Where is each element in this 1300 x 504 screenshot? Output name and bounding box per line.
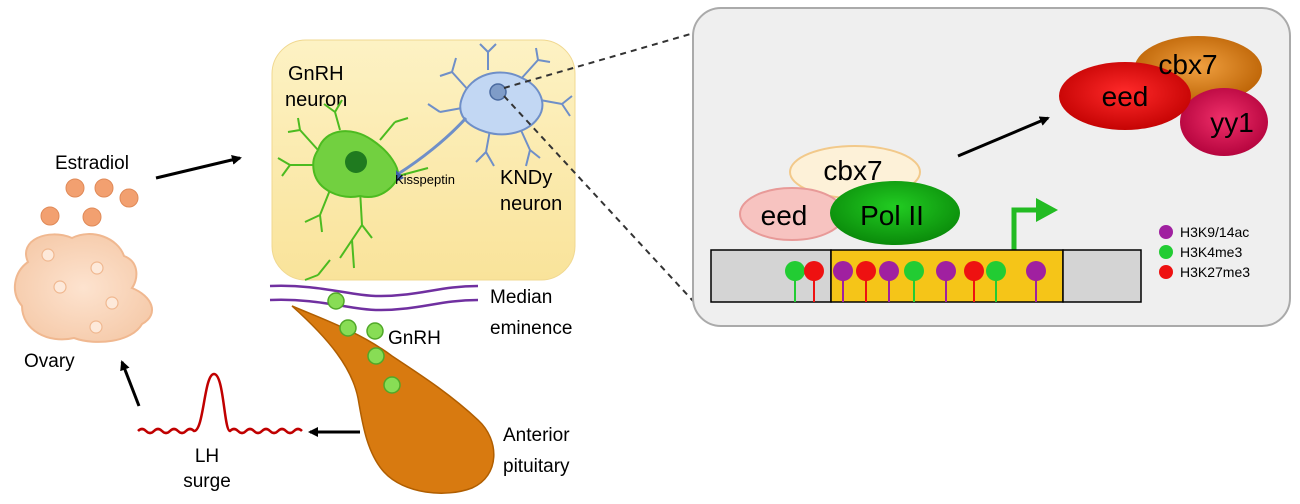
anterior-pituitary — [291, 305, 495, 494]
legend-label: H3K4me3 — [1180, 244, 1242, 260]
released-yy1-label: yy1 — [1210, 107, 1254, 138]
bound-complex: cbx7 eed Pol II — [739, 145, 960, 245]
median-eminence-label-line1: Median — [490, 287, 552, 308]
bound-cbx7-label: cbx7 — [823, 155, 882, 186]
histone-mark — [964, 261, 984, 302]
histone-marks — [785, 261, 1046, 302]
kndy-neuron-label-line2: neuron — [500, 193, 562, 215]
pol2-label: Pol II — [860, 200, 924, 231]
lh-surge-label-line1: LH — [195, 446, 219, 467]
transcription-start-arrow — [1011, 198, 1058, 250]
released-eed-ellipse — [1059, 62, 1191, 130]
anterior-pituitary-label-line1: Anterior — [503, 425, 570, 446]
released-cbx7-label: cbx7 — [1158, 49, 1217, 80]
released-yy1-ellipse — [1180, 88, 1268, 156]
estradiol-molecules — [40, 178, 139, 227]
kisspeptin-label: Kisspeptin — [395, 172, 455, 187]
estradiol-label: Estradiol — [55, 153, 129, 174]
legend-label: H3K9/14ac — [1180, 224, 1249, 240]
legend-swatch — [1159, 245, 1173, 259]
gnrh-neuron-nucleus — [345, 151, 367, 173]
histone-mark — [804, 261, 824, 302]
estradiol-arrow — [155, 154, 242, 180]
histone-mark — [879, 261, 899, 302]
ovary-label: Ovary — [24, 351, 75, 372]
legend-swatch — [1159, 225, 1173, 239]
kndy-neuron-nucleus — [489, 83, 507, 101]
lh-surge-wave — [137, 372, 303, 435]
median-eminence — [269, 284, 479, 312]
gnrh-granules — [327, 292, 401, 394]
gnrh-neuron-label-line1: GnRH — [288, 63, 344, 85]
released-complex: cbx7 eed yy1 — [1059, 36, 1268, 156]
histone-mark — [936, 261, 956, 302]
gnrh-neuron-label-line2: neuron — [285, 89, 347, 111]
histone-mark — [833, 261, 853, 302]
pol2-ellipse — [830, 181, 960, 245]
histone-mark — [856, 261, 876, 302]
ovary — [13, 233, 154, 343]
histone-mark — [1026, 261, 1046, 302]
legend-swatch — [1159, 265, 1173, 279]
released-eed-label: eed — [1102, 81, 1149, 112]
release-arrow — [957, 116, 1050, 158]
kndy-neuron — [396, 43, 573, 182]
legend-label: H3K27me3 — [1180, 264, 1250, 280]
lh-to-ovary-arrow — [120, 360, 141, 407]
bound-eed-label: eed — [761, 200, 808, 231]
median-eminence-label-line2: eminence — [490, 318, 572, 339]
lh-surge-label-line2: surge — [183, 471, 231, 492]
histone-mark — [785, 261, 805, 302]
histone-mark — [904, 261, 924, 302]
gene-right-flank — [1062, 249, 1142, 303]
kndy-neuron-label-line1: KNDy — [500, 167, 552, 189]
gnrh-neuron — [277, 99, 429, 281]
histone-mark — [986, 261, 1006, 302]
zoom-line-bottom — [503, 95, 695, 303]
anterior-pituitary-label-line2: pituitary — [503, 456, 570, 477]
gnrh-label: GnRH — [388, 328, 441, 349]
